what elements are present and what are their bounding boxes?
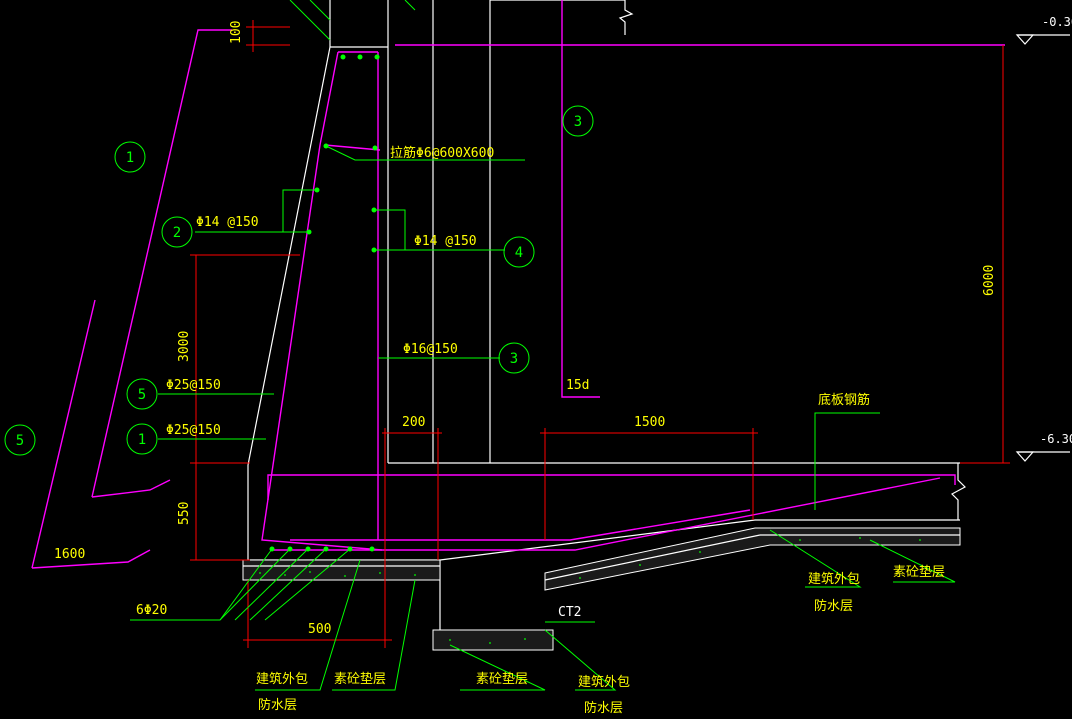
level-top-label: -0.300: [1042, 15, 1072, 29]
waterproof-note-1-line2: 防水层: [258, 697, 297, 713]
bar-1-label: Φ25@150: [166, 423, 221, 438]
svg-text:4: 4: [515, 245, 523, 261]
svg-text:5: 5: [138, 387, 146, 403]
leader-lines: [130, 0, 1070, 691]
dim-500-label: 500: [308, 622, 331, 637]
svg-text:5: 5: [16, 433, 24, 449]
waterproof-note-3-line2: 防水层: [814, 598, 853, 614]
waterproof-note-2-line1: 建筑外包: [578, 674, 630, 690]
dim-1600-label: 1600: [54, 547, 85, 562]
marker-3-lower: 3: [498, 342, 530, 374]
dim-550-label: 550: [177, 502, 192, 525]
marker-3-upper: 3: [562, 105, 594, 137]
tie-bar-label: 拉筋Φ6@600X600: [390, 145, 494, 161]
bottom-bars-label: 6Φ20: [136, 603, 167, 618]
dim-1500-label: 1500: [634, 415, 665, 430]
svg-text:1: 1: [138, 432, 146, 448]
dim-200-label: 200: [402, 415, 425, 430]
slab-bars-label: 底板钢筋: [818, 392, 870, 408]
svg-text:1: 1: [126, 150, 134, 166]
rebar-dots: [269, 54, 380, 552]
marker-5-left: 5: [4, 424, 36, 456]
cushion-note-1: 素砼垫层: [334, 671, 386, 687]
marker-1-lower: 1: [126, 423, 158, 455]
cushion-note-2: 素砼垫层: [476, 671, 528, 687]
waterproof-note-3-line1: 建筑外包: [808, 571, 860, 587]
ct2-label: CT2: [558, 605, 581, 620]
cushion-layers: [242, 527, 961, 651]
rebar-lines: [31, 0, 1005, 569]
marker-1-upper: 1: [114, 141, 146, 173]
bar-3-label: Φ16@150: [403, 342, 458, 357]
dimension-lines: [190, 20, 1010, 648]
cushion-specks: [259, 537, 921, 644]
svg-text:2: 2: [173, 225, 181, 241]
waterproof-note-2-line2: 防水层: [584, 700, 623, 716]
anchor-length-label: 15d: [566, 378, 589, 393]
marker-2: 2: [161, 216, 193, 248]
marker-5: 5: [126, 378, 158, 410]
cushion-note-3: 素砼垫层: [893, 564, 945, 580]
dim-3000-label: 3000: [177, 331, 192, 362]
bar-4-label: Φ14 @150: [414, 234, 477, 249]
waterproof-note-1-line1: 建筑外包: [256, 671, 308, 687]
svg-text:3: 3: [510, 351, 518, 367]
dim-6000-label: 6000: [982, 265, 997, 296]
dim-100-label: 100: [229, 21, 244, 44]
bar-5-label: Φ25@150: [166, 378, 221, 393]
level-bottom-label: -6.300: [1040, 432, 1072, 446]
bar-2-label: Φ14 @150: [196, 215, 259, 230]
marker-4: 4: [503, 236, 535, 268]
svg-text:3: 3: [574, 114, 582, 130]
